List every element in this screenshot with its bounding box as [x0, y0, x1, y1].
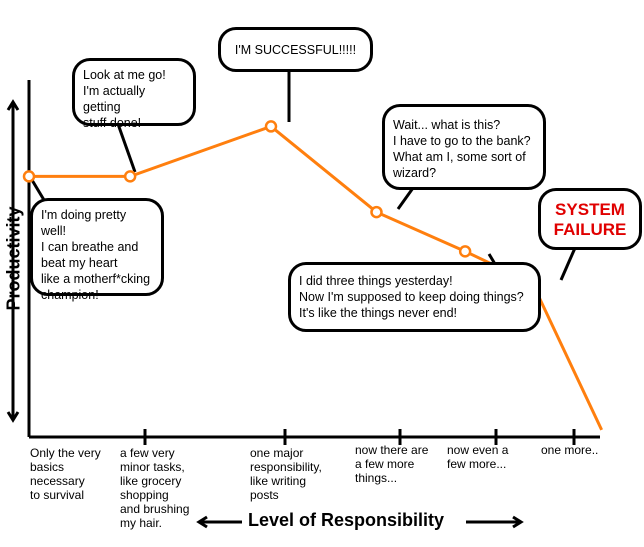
annotation-doing-well: I'm doing pretty well! I can breathe and…: [30, 198, 164, 302]
x-ticks: [143, 429, 576, 445]
annotation-look-at-me: Look at me go! I'm actually getting stuf…: [72, 58, 196, 130]
data-point: [22, 170, 36, 183]
data-point: [370, 205, 383, 219]
y-axis-label: Productivity: [3, 206, 24, 311]
tick-label: a few very minor tasks, like grocery sho…: [120, 446, 190, 530]
x-axis-arrow: [196, 515, 524, 529]
annotation-wait: Wait... what is this? I have to go to th…: [382, 104, 546, 190]
tick-label: Only the very basics necessary to surviv…: [30, 446, 101, 502]
annotation-three-things: I did three things yesterday! Now I'm su…: [288, 262, 541, 332]
data-point: [458, 245, 472, 258]
annotation-system-failure: SYSTEM FAILURE: [538, 188, 642, 250]
tick-label: one major responsibility, like writing p…: [250, 446, 322, 502]
data-point: [123, 170, 137, 183]
data-point: [264, 120, 278, 133]
annotation-successful: I'M SUCCESSFUL!!!!!: [218, 27, 373, 72]
tick-label: now there are a few more things...: [355, 443, 429, 485]
tick-label: one more..: [541, 443, 599, 457]
x-axis-label: Level of Responsibility: [248, 510, 445, 530]
y-axis-arrow: [6, 99, 20, 423]
tick-label: now even a few more...: [447, 443, 509, 471]
